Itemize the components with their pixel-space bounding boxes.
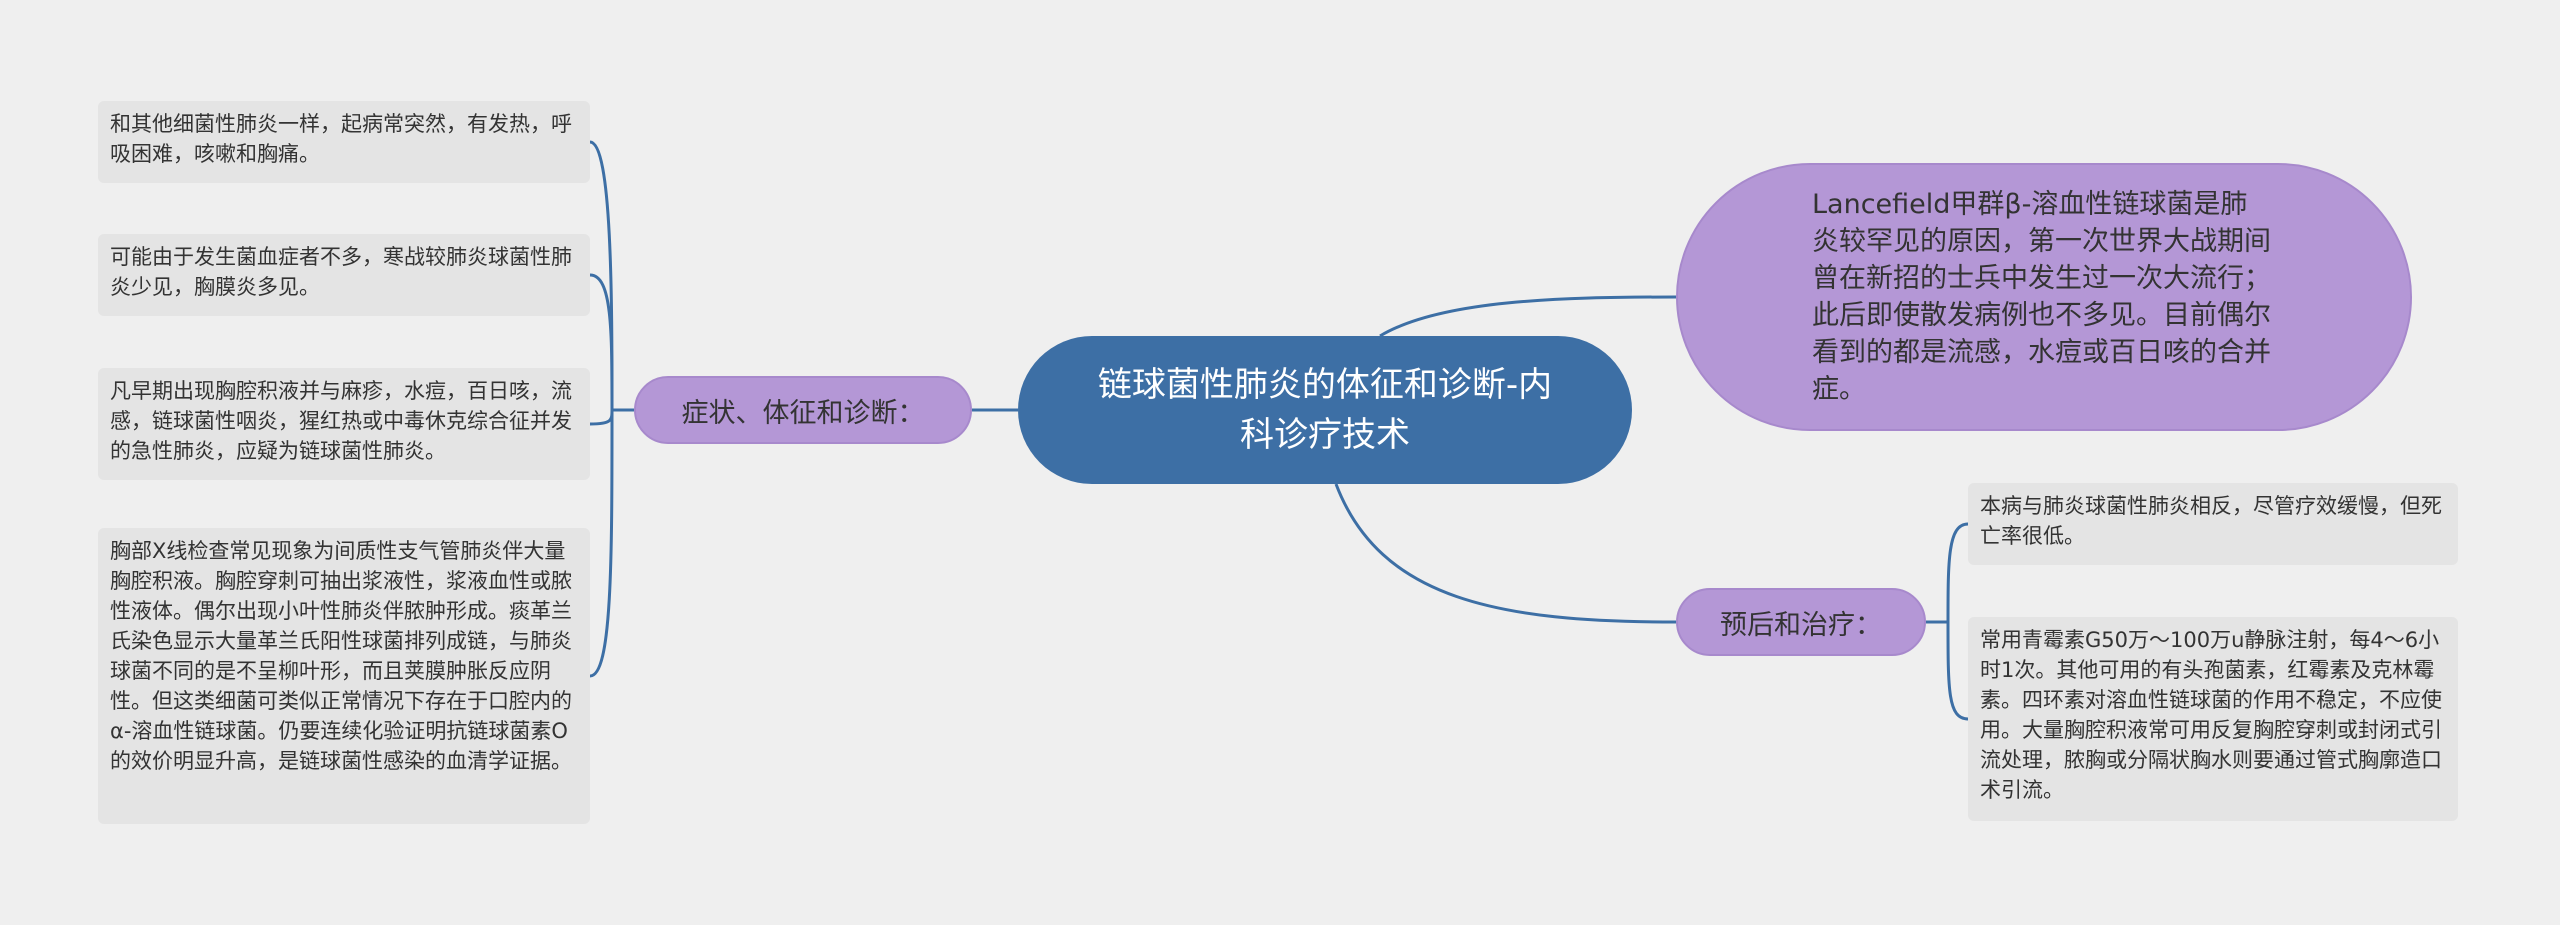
leaf-suspicion-text: 凡早期出现胸腔积液并与麻疹，水痘，百日咳，流感，链球菌性咽炎，猩红热或中毒休克综… (110, 379, 572, 463)
leaf-chills-text: 可能由于发生菌血症者不多，寒战较肺炎球菌性肺炎少见，胸膜炎多见。 (110, 245, 572, 299)
link-leaf-3 (589, 409, 614, 426)
link-central-top (1379, 295, 1677, 338)
central-topic[interactable]: 链球菌性肺炎的体征和诊断-内科诊疗技术 (1018, 336, 1632, 484)
leaf-chills[interactable]: 可能由于发生菌血症者不多，寒战较肺炎球菌性肺炎少见，胸膜炎多见。 (98, 234, 590, 316)
leaf-onset-text: 和其他细菌性肺炎一样，起病常突然，有发热，呼吸困难，咳嗽和胸痛。 (110, 112, 572, 166)
link-leaf-4 (589, 409, 614, 678)
link-central-right (1334, 483, 1677, 624)
link-leaf-2 (589, 273, 614, 411)
leaf-treatment[interactable]: 常用青霉素G50万～100万u静脉注射，每4～6小时1次。其他可用的有头孢菌素，… (1968, 617, 2458, 821)
description-node[interactable]: Lancefield甲群β-溶血性链球菌是肺炎较罕见的原因，第一次世界大战期间曾… (1676, 163, 2412, 431)
link-right-leaf-1 (1946, 522, 1969, 623)
link-right-leaf-2 (1946, 621, 1969, 721)
leaf-treatment-text: 常用青霉素G50万～100万u静脉注射，每4～6小时1次。其他可用的有头孢菌素，… (1980, 628, 2442, 802)
branch-symptoms-label: 症状、体征和诊断： (681, 397, 925, 429)
description-text: Lancefield甲群β-溶血性链球菌是肺炎较罕见的原因，第一次世界大战期间曾… (1812, 189, 2271, 405)
leaf-xray-text: 胸部X线检查常见现象为间质性支气管肺炎伴大量胸腔积液。胸腔穿刺可抽出浆液性，浆液… (110, 539, 572, 773)
leaf-prognosis-text: 本病与肺炎球菌性肺炎相反，尽管疗效缓慢，但死亡率很低。 (1980, 494, 2442, 548)
leaf-onset[interactable]: 和其他细菌性肺炎一样，起病常突然，有发热，呼吸困难，咳嗽和胸痛。 (98, 101, 590, 183)
branch-prognosis-label: 预后和治疗： (1720, 609, 1882, 641)
leaf-prognosis[interactable]: 本病与肺炎球菌性肺炎相反，尽管疗效缓慢，但死亡率很低。 (1968, 483, 2458, 565)
leaf-suspicion[interactable]: 凡早期出现胸腔积液并与麻疹，水痘，百日咳，流感，链球菌性咽炎，猩红热或中毒休克综… (98, 368, 590, 480)
central-topic-title: 链球菌性肺炎的体征和诊断-内科诊疗技术 (1097, 365, 1553, 455)
leaf-xray[interactable]: 胸部X线检查常见现象为间质性支气管肺炎伴大量胸腔积液。胸腔穿刺可抽出浆液性，浆液… (98, 528, 590, 824)
branch-prognosis-treatment[interactable]: 预后和治疗： (1676, 588, 1926, 656)
branch-symptoms-diagnosis[interactable]: 症状、体征和诊断： (634, 376, 972, 444)
